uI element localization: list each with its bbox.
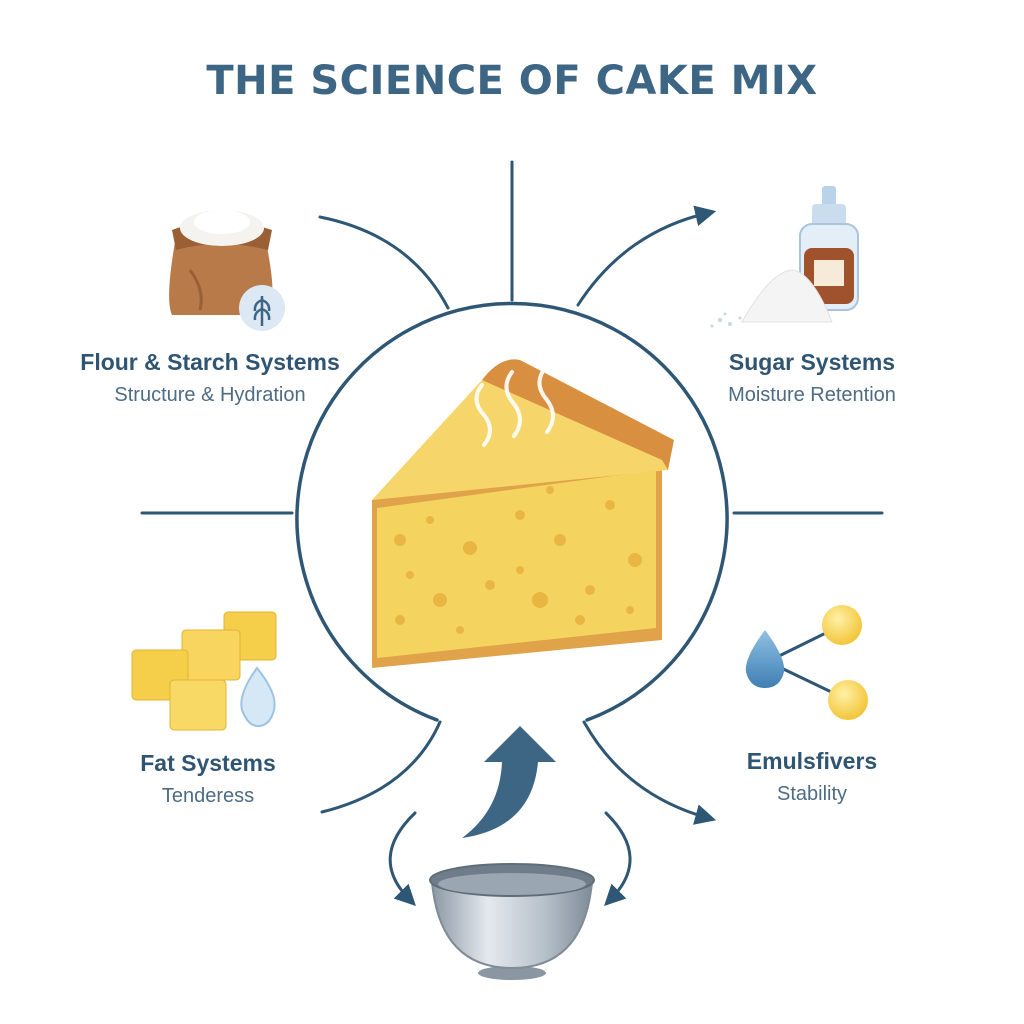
water-droplet-icon [240,666,276,728]
central-ring [295,301,729,722]
connector-lines [140,160,884,906]
flour-connector-arc [318,215,450,310]
flour-subtitle: Structure & Hydration [114,384,306,406]
sugar-connector-arrow [576,205,717,307]
sugar-bottle-icon [710,186,859,328]
bowl-left-curved-arrow [388,811,417,906]
sugar-subtitle: Moisture Retention [728,384,896,406]
emulsifiers-label: Emulsfivers Stability [662,748,962,806]
emul-connector-arrow [582,720,717,825]
fat-heading: Fat Systems [140,750,276,776]
flour-heading: Flour & Starch Systems [80,349,340,375]
fat-subtitle: Tenderess [161,785,255,807]
bowl-right-curved-arrow [604,811,632,906]
sugar-heading: Sugar Systems [728,349,896,375]
cake-slice-icon [372,359,674,668]
upward-arrow-icon [462,726,556,838]
emulsifiers-subtitle: Stability [776,783,848,805]
butter-cubes-icon [131,611,277,731]
flour-sack-icon [169,210,285,331]
molecule-icon [745,605,868,720]
fat-systems-label: Fat Systems Tenderess [58,750,358,808]
emulsifiers-heading: Emulsfivers [746,748,878,774]
sugar-systems-label: Sugar Systems Moisture Retention [662,349,962,407]
mixing-bowl-icon [429,863,595,980]
fat-connector-arc [320,720,442,814]
flour-starch-label: Flour & Starch Systems Structure & Hydra… [60,349,360,407]
page-title: THE SCIENCE OF CAKE MIX [206,58,818,104]
